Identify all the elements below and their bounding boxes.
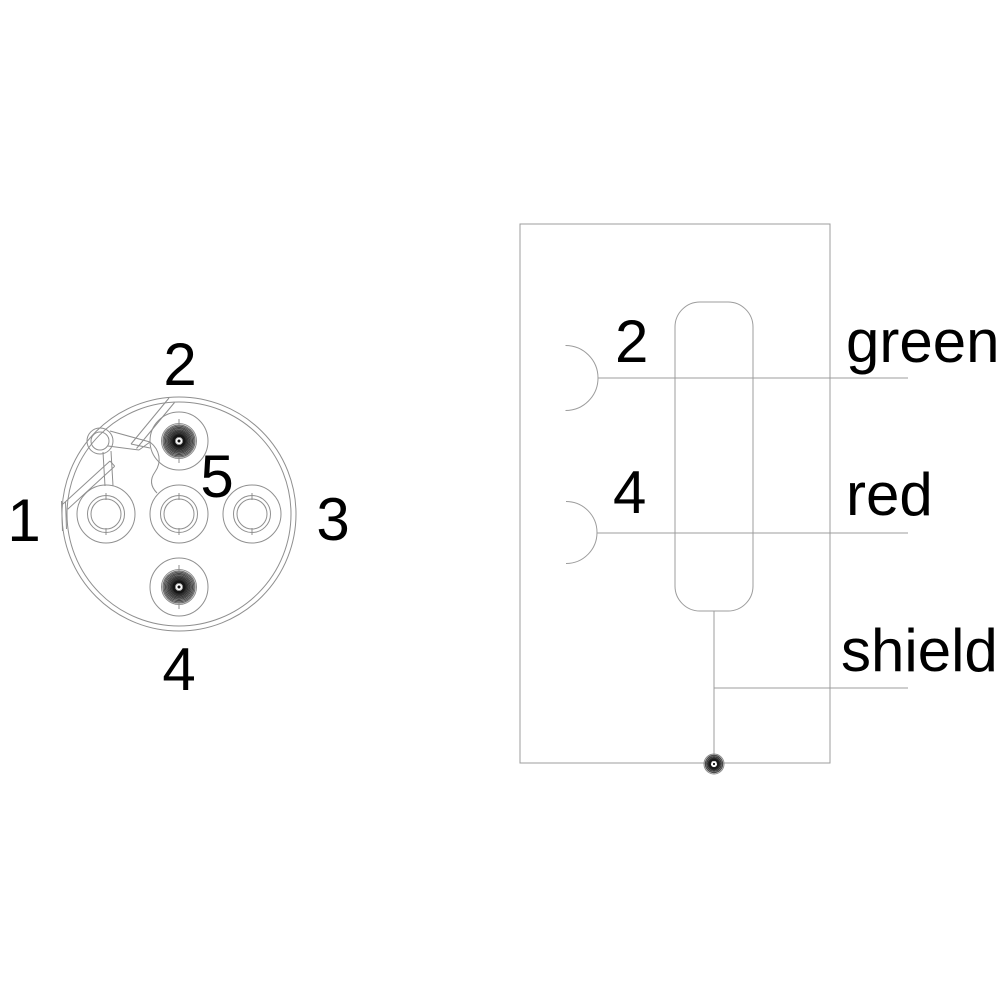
keying-slot-lower <box>62 460 116 510</box>
keyway-edge-notch <box>61 500 67 532</box>
wiring-schematic: 2 4 green red shield <box>519 223 999 775</box>
pin-4-contact-arc <box>565 501 598 564</box>
wire-label-green: green <box>846 308 999 375</box>
shield-terminal-grommet <box>703 753 725 775</box>
pin-5-hole <box>149 484 209 544</box>
wire-label-red: red <box>846 461 933 528</box>
schematic-pin-2-label: 2 <box>615 308 648 375</box>
schematic-pin-4-label: 4 <box>613 459 646 526</box>
face-pin-5-label: 5 <box>200 443 233 510</box>
face-pin-3-label: 3 <box>316 486 349 553</box>
connector-core-outline <box>674 301 754 612</box>
connector-inner-circle <box>66 401 292 627</box>
face-pin-2-label: 2 <box>163 331 196 398</box>
keying-slot-upper <box>130 397 175 449</box>
pin-1-hole <box>76 484 136 544</box>
wire-label-shield: shield <box>841 617 998 684</box>
keyhole-cutout <box>86 427 160 494</box>
face-pin-1-label: 1 <box>7 487 40 554</box>
pin-3-hole <box>222 484 282 544</box>
pin-2-contact-metal <box>149 411 209 471</box>
face-pin-4-label: 4 <box>162 636 195 703</box>
pin-2-contact-arc <box>565 345 599 411</box>
pin-4-contact-metal <box>149 557 209 617</box>
connector-face-view: 1 2 3 4 5 <box>7 331 349 703</box>
connector-body-outline <box>519 223 831 764</box>
